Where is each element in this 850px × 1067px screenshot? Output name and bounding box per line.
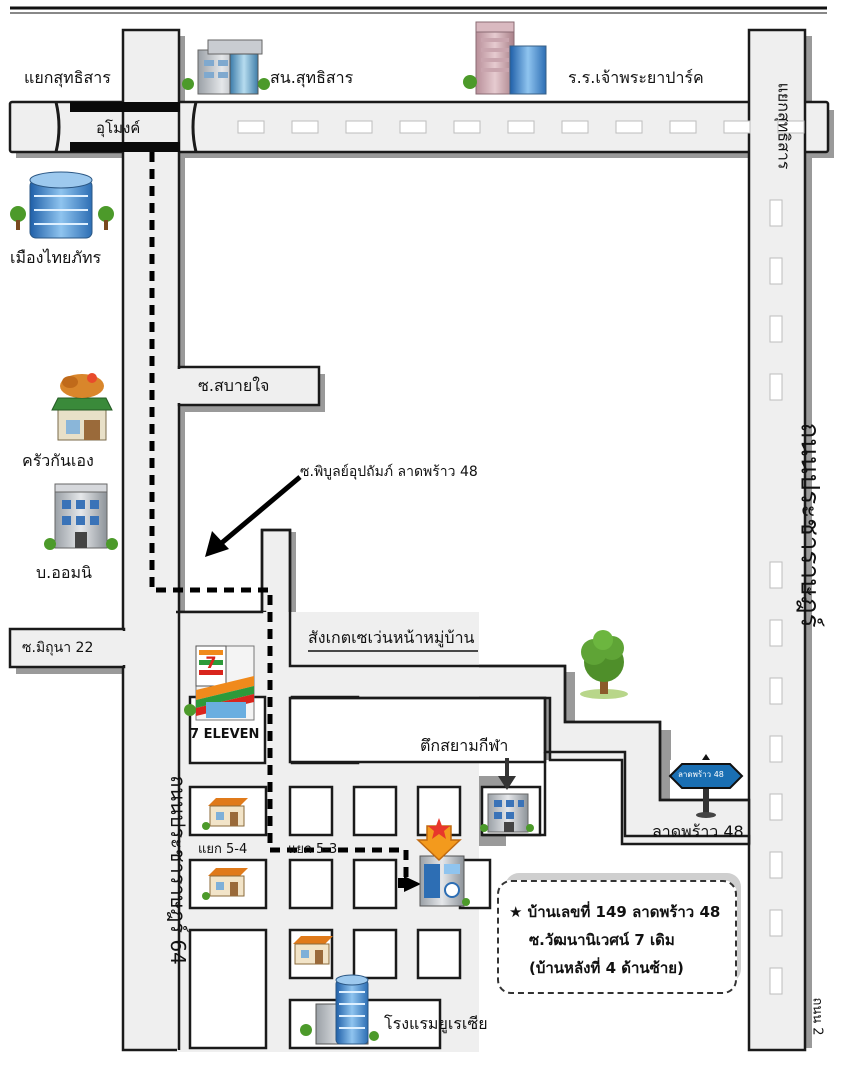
destination-star-icon [416, 818, 462, 862]
soi-sabaijai-label: ซ.สบายใจ [198, 376, 270, 395]
muang-thai-icon [10, 171, 114, 239]
route-arrowhead [404, 876, 421, 892]
sukhumvit-corner-label: แยกสุทธิสาร [24, 68, 111, 87]
ladprao-sign-icon [668, 754, 744, 818]
soi-sabaijai-road [177, 365, 321, 407]
junction-5-3-label: แยก 5-3 [288, 842, 338, 857]
route-path [149, 152, 409, 882]
hotel-icon [300, 974, 379, 1045]
top-border [10, 6, 827, 14]
house-icon [202, 798, 248, 830]
address-line-2: ซ.วัฒนานิเวศน์ 7 เดิม [529, 931, 675, 949]
hotel-label: โรงแรมยูเรเซีย [384, 1014, 488, 1033]
siam-kila-label: ตึกสยามกีฬา [420, 736, 509, 755]
destination-house-icon [419, 855, 470, 907]
tree-icon [580, 630, 628, 699]
seven-eleven-note-label: สังเกตเซเว่นหน้าหมู่บ้าน [308, 628, 475, 647]
address-line-1: ★ บ้านเลขที่ 149 ลาดพร้าว 48 [509, 903, 721, 921]
chaophraya-park-label: ร.ร.เจ้าพระยาปาร์ค [568, 68, 704, 87]
svg-text:7: 7 [205, 653, 216, 672]
seven-eleven-icon: 7 [184, 645, 255, 721]
siam-kila-building-icon [480, 793, 534, 833]
soi-mithuna-label: ซ.มิถุนา 22 [22, 640, 94, 656]
ladprao-sign-text: ลาดพร้าว 48 [678, 770, 724, 779]
left-vertical-road [121, 28, 181, 1052]
right-road-label: ถนนประชาราษฎร์ [794, 422, 825, 628]
muang-thai-label: เมืองไทยภัทร [10, 248, 102, 267]
bottom-right-road-label: ถนน 2 [809, 997, 825, 1036]
police-station-label: สน.สุทธิสาร [270, 68, 354, 87]
house-icon [293, 936, 333, 965]
police-station-icon [182, 39, 270, 95]
left-road-label: ถนนประชาราษฎร์ 64 [165, 775, 190, 965]
soi-pointer-arrow [205, 475, 302, 557]
soi-network [179, 528, 751, 844]
office-building-icon [44, 483, 118, 550]
address-box: ★ บ้านเลขที่ 149 ลาดพร้าว 48 ซ.วัฒนานิเว… [497, 880, 737, 994]
soi-phibun-label: ซ.พิบูลย์อุปถัมภ์ ลาดพร้าว 48 [300, 464, 478, 480]
chaophraya-park-icon [463, 21, 547, 95]
right-top-road-label: แยกสุทธิสาร [774, 82, 794, 170]
house-icon [202, 868, 248, 900]
top-road-lane-marks [237, 120, 805, 134]
seven-eleven-label: 7 ELEVEN [190, 727, 260, 742]
siam-kila-arrow [498, 758, 516, 790]
office-building-label: บ.ออมนิ [36, 563, 92, 582]
junction-5-4-label: แยก 5-4 [198, 842, 248, 857]
tunnel-label: อุโมงค์ [96, 119, 141, 137]
tunnel [54, 101, 198, 153]
address-line-3: (บ้านหลังที่ 4 ด้านซ้าย) [529, 959, 684, 977]
restaurant-icon [51, 373, 113, 441]
right-road-lane-marks [769, 199, 783, 995]
ladprao-48-road-label: ลาดพร้าว 48 [652, 822, 744, 841]
restaurant-label: ครัวกันเอง [22, 451, 94, 470]
